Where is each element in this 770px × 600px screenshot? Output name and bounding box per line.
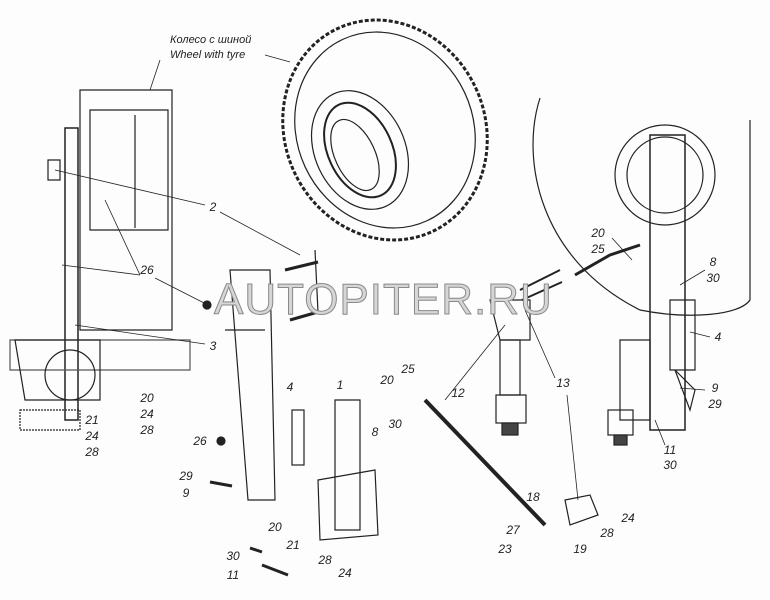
callout: 30 <box>226 549 240 563</box>
callout: 28 <box>318 553 332 567</box>
callout: 23 <box>498 542 512 556</box>
leader-lines <box>54 54 711 501</box>
caption-en: Wheel with tyre <box>170 49 246 61</box>
callout: 21 <box>85 413 99 427</box>
callout: 13 <box>556 376 570 390</box>
callout: 20 <box>140 391 154 405</box>
watermark: AUTOPITER.RU <box>214 275 553 324</box>
callout: 11 <box>226 568 240 582</box>
bracket-assembly <box>489 269 563 436</box>
callout: 12 <box>451 386 465 400</box>
callout: 20 <box>380 373 394 387</box>
callout: 20 <box>268 520 282 534</box>
callout: 20 <box>591 226 605 240</box>
callout: 28 <box>600 526 614 540</box>
callout: 30 <box>706 271 720 285</box>
caption-ru: Колесо с шиной <box>170 34 252 46</box>
callout: 11 <box>663 443 677 457</box>
callout: 2 <box>209 200 217 214</box>
callout: 26 <box>193 434 207 448</box>
callout: 28 <box>85 445 99 459</box>
callout: 24 <box>621 511 635 525</box>
callout: 29 <box>708 397 722 411</box>
exploded-parts <box>202 249 599 577</box>
callout: 19 <box>573 542 587 556</box>
callout: 21 <box>286 538 300 552</box>
callout: 9 <box>182 486 190 500</box>
callout: 4 <box>286 380 294 394</box>
callout: 4 <box>714 330 722 344</box>
callout: 9 <box>711 381 719 395</box>
callout: 8 <box>371 425 379 439</box>
callout: 8 <box>709 255 717 269</box>
callout: 25 <box>591 242 605 256</box>
callout: 3 <box>209 339 217 353</box>
callout: 24 <box>85 429 99 443</box>
callout: 30 <box>663 458 677 472</box>
callout: 24 <box>338 566 352 580</box>
left-mounted-wheel <box>9 89 191 431</box>
callout: 30 <box>388 417 402 431</box>
callout: 18 <box>526 490 540 504</box>
callout: 24 <box>140 407 154 421</box>
callout: 1 <box>336 378 344 392</box>
callout: 27 <box>506 523 520 537</box>
callout: 26 <box>140 263 154 277</box>
callout: 25 <box>401 362 415 376</box>
callout: 28 <box>140 423 154 437</box>
wheel-with-tyre <box>281 18 489 242</box>
callout: 29 <box>179 469 193 483</box>
right-mounted-wheel <box>532 97 751 446</box>
